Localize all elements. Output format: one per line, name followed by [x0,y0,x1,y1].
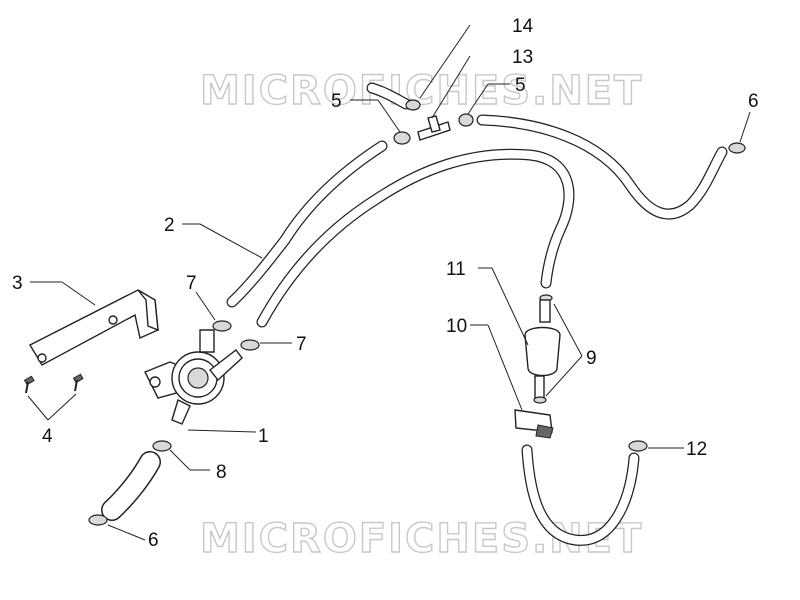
callout-5-left: 5 [331,91,342,112]
callout-6-right: 6 [748,91,759,112]
watermark-top: MICROFICHES.NET [200,68,643,114]
callout-3: 3 [12,273,23,294]
callout-4: 4 [42,426,53,447]
callout-5-right: 5 [515,75,526,96]
filter-clamp [514,409,554,439]
t-connector [417,115,451,141]
callout-13: 13 [512,47,533,68]
callout-12: 12 [686,439,707,460]
callout-6-left: 6 [148,530,159,551]
fuel-pump [144,329,243,425]
callout-8: 8 [216,462,227,483]
callout-2: 2 [164,215,175,236]
fuel-filter [524,294,561,404]
screws [23,373,84,394]
callout-14: 14 [512,16,534,37]
mounting-bracket [29,289,159,366]
callout-1: 1 [258,426,269,447]
callout-labels: 1 2 3 4 5 5 6 6 7 7 8 9 10 11 12 13 14 [12,16,759,551]
callout-7-right: 7 [296,334,307,355]
hose-clips-top [393,99,746,452]
leader-lines [27,24,751,541]
callout-10: 10 [446,316,467,337]
callout-7-top: 7 [186,273,197,294]
fuel-hose-group [101,82,728,546]
callout-11: 11 [446,259,466,280]
callout-9: 9 [586,348,597,369]
hose-clips-left [88,320,260,526]
